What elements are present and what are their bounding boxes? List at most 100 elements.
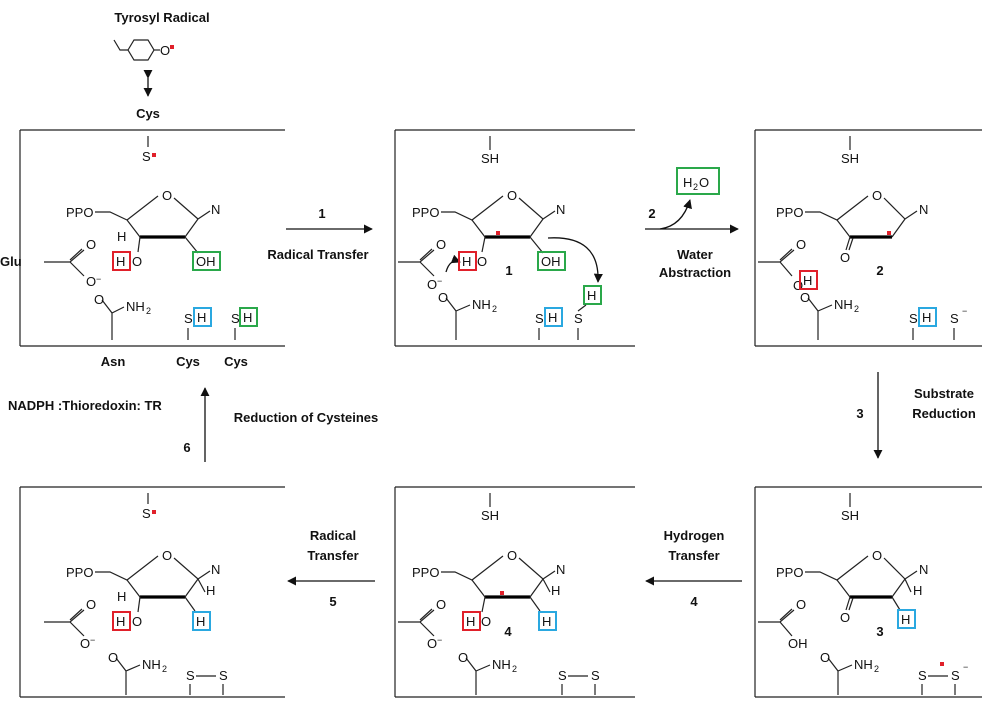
svg-text:O: O [796, 237, 806, 252]
svg-text:O: O [507, 188, 517, 203]
svg-text:O: O [162, 548, 172, 563]
svg-text:PPO: PPO [66, 565, 93, 580]
svg-text:S: S [951, 668, 960, 683]
intermediate-2-label: 2 [876, 263, 883, 278]
step-1-label: Radical Transfer [267, 247, 368, 262]
step-3-label-1: Substrate [914, 386, 974, 401]
sh-blue-box [193, 307, 212, 327]
svg-text:H: H [803, 273, 812, 288]
step-2-label-2: Abstraction [659, 265, 731, 280]
svg-text:S: S [591, 668, 600, 683]
svg-text:O: O [481, 614, 491, 629]
water-box [676, 167, 720, 195]
svg-text:O: O [477, 254, 487, 269]
svg-text:NH: NH [126, 299, 145, 314]
svg-text:H: H [683, 175, 692, 190]
panel-3-frame [754, 486, 982, 698]
svg-text:2: 2 [874, 664, 879, 674]
svg-text:N: N [211, 562, 220, 577]
svg-text:O: O [793, 278, 803, 293]
svg-text:−: − [963, 662, 968, 672]
svg-text:O: O [108, 650, 118, 665]
cys-label-2: Cys [224, 354, 248, 369]
water-release-curve [659, 199, 692, 230]
svg-text:−: − [437, 635, 442, 645]
svg-text:PPO: PPO [412, 205, 439, 220]
svg-text:H: H [243, 310, 252, 325]
step-6-label: Reduction of Cysteines [234, 410, 378, 425]
svg-text:O: O [86, 274, 96, 289]
svg-text:O: O [132, 614, 142, 629]
intermediate-4-label: 4 [504, 624, 512, 639]
svg-text:NH: NH [472, 297, 491, 312]
h-red-box [112, 251, 131, 271]
svg-text:H: H [548, 310, 557, 325]
svg-text:O: O [160, 43, 170, 58]
sh-green-box [239, 307, 258, 327]
svg-text:O: O [507, 548, 517, 563]
svg-text:O: O [427, 277, 437, 292]
svg-text:O: O [427, 636, 437, 651]
tyrosyl-radical-label: Tyrosyl Radical [114, 10, 209, 25]
panel-2: SH PPO O N O 2 O O H O NH 2 S H S − [758, 136, 967, 340]
reductant-label: NADPH :Thioredoxin: TR [8, 398, 162, 413]
svg-text:O: O [872, 548, 882, 563]
svg-text:2: 2 [162, 664, 167, 674]
svg-text:N: N [919, 562, 928, 577]
svg-text:H: H [901, 612, 910, 627]
svg-text:H: H [116, 614, 125, 629]
step-5-label-2: Transfer [307, 548, 358, 563]
step-5-label-1: Radical [310, 528, 356, 543]
step-4-label-1: Hydrogen [664, 528, 725, 543]
svg-text:SH: SH [841, 508, 859, 523]
svg-text:H: H [196, 614, 205, 629]
svg-text:SH: SH [481, 151, 499, 166]
step-3-number: 3 [856, 406, 863, 421]
svg-text:H: H [913, 583, 922, 598]
svg-text:NH: NH [142, 657, 161, 672]
svg-text:N: N [211, 202, 220, 217]
svg-text:−: − [962, 306, 967, 316]
svg-text:PPO: PPO [776, 565, 803, 580]
svg-text:O: O [86, 237, 96, 252]
svg-text:H: H [551, 583, 560, 598]
svg-text:2: 2 [693, 182, 698, 192]
svg-text:O: O [80, 636, 90, 651]
svg-text:OH: OH [788, 636, 808, 651]
svg-text:O: O [438, 290, 448, 305]
svg-text:H: H [922, 310, 931, 325]
panel-3: SH PPO O N H O H 3 O OH O NH 2 S S − [758, 493, 968, 695]
asn-label: Asn [101, 354, 126, 369]
svg-text:H: H [197, 310, 206, 325]
svg-text:OH: OH [541, 254, 561, 269]
step-4-number: 4 [690, 594, 698, 609]
svg-text:SH: SH [841, 151, 859, 166]
svg-text:O: O [699, 175, 709, 190]
panel-1-frame [394, 129, 635, 347]
svg-text:NH: NH [854, 657, 873, 672]
intermediate-3-label: 3 [876, 624, 883, 639]
svg-text:S: S [918, 668, 927, 683]
svg-text:S: S [142, 149, 151, 164]
cys-top-label: Cys [136, 106, 160, 121]
svg-text:S: S [535, 311, 544, 326]
svg-text:H: H [206, 583, 215, 598]
panel-5: S PPO O N H H O O − H O H O NH 2 S S [44, 493, 228, 695]
svg-text:S: S [184, 311, 193, 326]
radical-dot [170, 45, 174, 49]
svg-text:O: O [162, 188, 172, 203]
svg-text:2: 2 [854, 304, 859, 314]
svg-text:S: S [909, 311, 918, 326]
svg-text:O: O [872, 188, 882, 203]
tyrosyl-structure: O [113, 39, 174, 61]
svg-text:H: H [117, 229, 126, 244]
panel-4: SH PPO O N H O O − H O 4 H O NH 2 S S [398, 493, 600, 695]
svg-text:H: H [542, 614, 551, 629]
svg-text:S: S [950, 311, 959, 326]
svg-text:2: 2 [146, 306, 151, 316]
svg-text:H: H [116, 254, 125, 269]
svg-text:NH: NH [492, 657, 511, 672]
svg-text:O: O [132, 254, 142, 269]
step-2-number: 2 [648, 206, 655, 221]
svg-text:O: O [86, 597, 96, 612]
